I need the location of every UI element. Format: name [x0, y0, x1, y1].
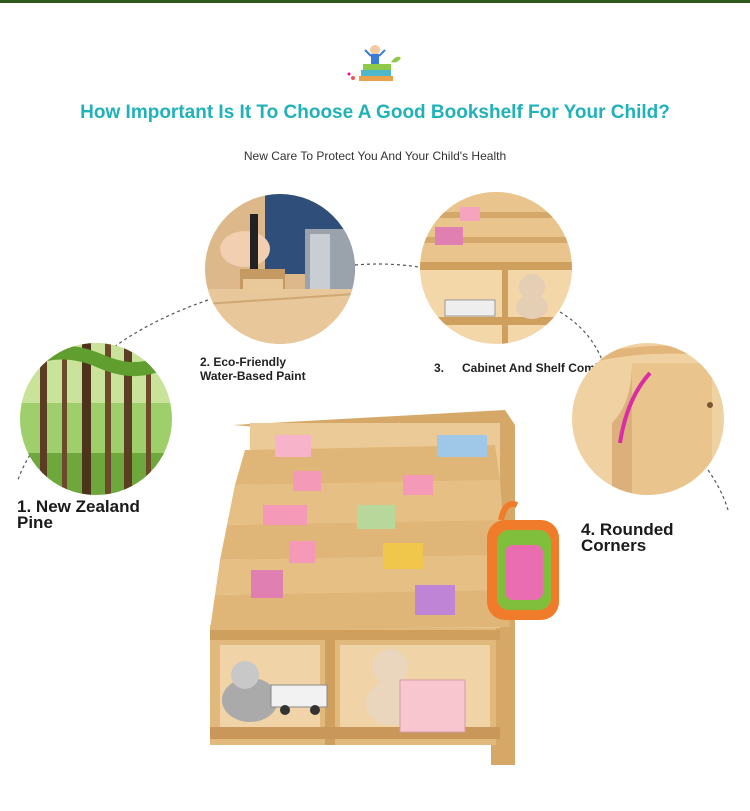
page-subtitle: New Care To Protect You And Your Child's…: [243, 149, 507, 163]
top-border: [0, 0, 750, 3]
page-title: How Important Is It To Choose A Good Boo…: [80, 102, 670, 123]
bookshelf-photo: [205, 405, 575, 775]
shelf-photo: [420, 192, 572, 344]
feature-4-label: 4. Rounded Corners: [581, 520, 674, 555]
child-on-books-icon: [345, 40, 405, 84]
feature-2-label: 2. Eco-Friendly Water-Based Paint: [200, 355, 306, 383]
rounded-corner-photo: [572, 343, 724, 495]
paint-brush-photo: [205, 194, 355, 344]
forest-photo: [20, 343, 172, 495]
feature-1-label: 1. New Zealand Pine: [17, 497, 140, 532]
